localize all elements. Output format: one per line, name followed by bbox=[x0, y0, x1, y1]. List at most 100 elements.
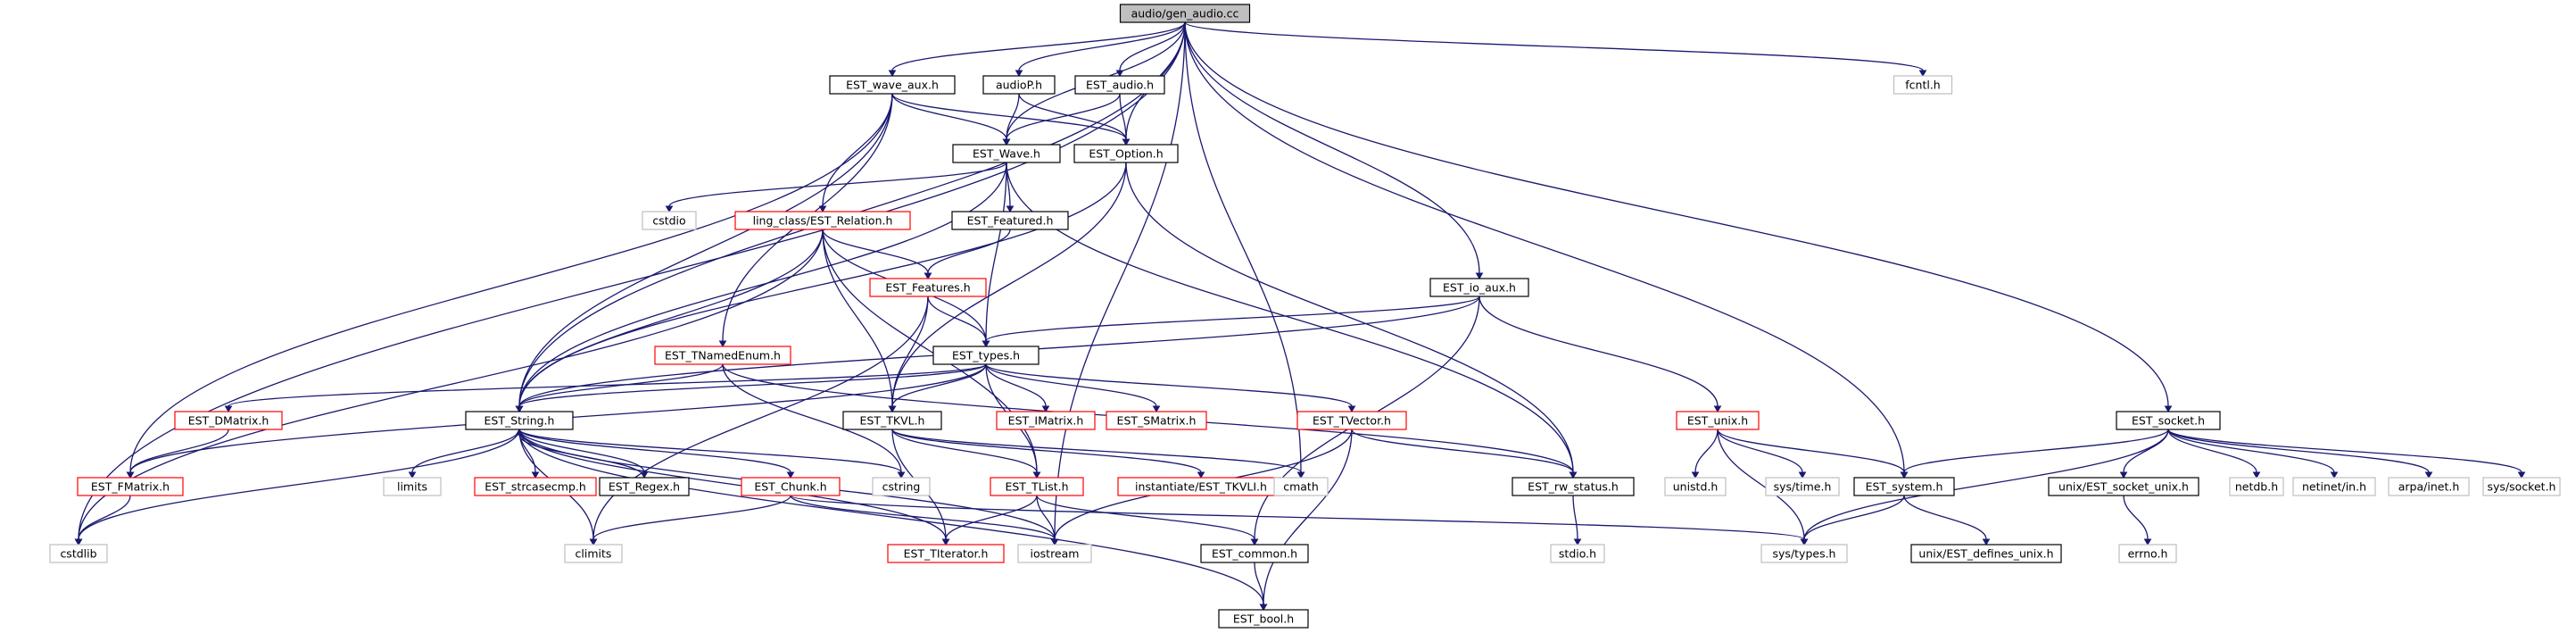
node-label: EST_io_aux.h bbox=[1443, 281, 1516, 295]
node-label: climits bbox=[576, 547, 612, 561]
node-unix[interactable]: EST_unix.h bbox=[1676, 411, 1760, 430]
node-smatrix[interactable]: EST_SMatrix.h bbox=[1106, 411, 1207, 430]
edge-socket-to-netdb bbox=[2167, 429, 2261, 479]
edge-socket-to-arpainet bbox=[2167, 429, 2433, 479]
edge-types-to-tkvl bbox=[888, 363, 987, 412]
node-label: errno.h bbox=[2128, 547, 2168, 561]
node-system[interactable]: EST_system.h bbox=[1853, 477, 1955, 496]
node-box bbox=[1296, 411, 1407, 430]
node-strcasecmp[interactable]: EST_strcasecmp.h bbox=[474, 477, 597, 496]
node-label: sys/socket.h bbox=[2488, 480, 2556, 494]
node-inst_tkvl[interactable]: instantiate/EST_TKVLI.h bbox=[1117, 477, 1285, 496]
node-label: unistd.h bbox=[1673, 480, 1719, 494]
node-box bbox=[2482, 477, 2561, 496]
node-label: cmath bbox=[1283, 480, 1319, 494]
node-label: EST_rw_status.h bbox=[1528, 480, 1619, 494]
node-regex[interactable]: EST_Regex.h bbox=[599, 477, 690, 496]
node-netinet: netinet/in.h bbox=[2292, 477, 2376, 496]
node-label: fcntl.h bbox=[1905, 79, 1940, 92]
node-box bbox=[1760, 544, 1848, 563]
node-box bbox=[2116, 411, 2221, 430]
node-box bbox=[383, 477, 442, 496]
edge-unix-to-systime bbox=[1717, 429, 1807, 479]
node-label: EST_FMatrix.h bbox=[91, 480, 170, 494]
node-socket[interactable]: EST_socket.h bbox=[2116, 411, 2221, 430]
node-chunk[interactable]: EST_Chunk.h bbox=[741, 477, 841, 496]
node-label: EST_Regex.h bbox=[609, 480, 680, 494]
edges-layer bbox=[74, 21, 2526, 611]
node-wave_aux[interactable]: EST_wave_aux.h bbox=[829, 75, 956, 95]
edge-socket-to-system bbox=[1900, 429, 2169, 479]
edge-string-to-limits bbox=[408, 429, 520, 479]
node-wave[interactable]: EST_Wave.h bbox=[952, 144, 1061, 163]
node-cstring: cstring bbox=[872, 477, 931, 496]
edge-socket-to-syssocket bbox=[2167, 429, 2526, 479]
node-box bbox=[1429, 278, 1529, 297]
edge-relation-to-features bbox=[822, 229, 932, 279]
node-label: sys/types.h bbox=[1773, 547, 1836, 561]
node-fmatrix[interactable]: EST_FMatrix.h bbox=[77, 477, 184, 496]
node-common[interactable]: EST_common.h bbox=[1200, 544, 1309, 563]
node-tvector[interactable]: EST_TVector.h bbox=[1296, 411, 1407, 430]
node-featured[interactable]: EST_Featured.h bbox=[951, 211, 1069, 230]
node-label: cstdlib bbox=[60, 547, 96, 561]
node-box bbox=[2118, 544, 2177, 563]
node-relation[interactable]: ling_class/EST_Relation.h bbox=[734, 211, 911, 230]
node-box bbox=[1106, 411, 1207, 430]
node-box bbox=[932, 346, 1040, 365]
node-audioP[interactable]: audioP.h bbox=[982, 75, 1056, 95]
node-box bbox=[474, 477, 597, 496]
node-string[interactable]: EST_String.h bbox=[465, 411, 574, 430]
node-box bbox=[1200, 544, 1309, 563]
node-tlist[interactable]: EST_TList.h bbox=[990, 477, 1084, 496]
node-box bbox=[1550, 544, 1605, 563]
node-label: EST_unix.h bbox=[1687, 414, 1748, 428]
node-label: EST_TNamedEnum.h bbox=[665, 349, 781, 362]
edge-root-to-audioP bbox=[1015, 21, 1186, 77]
node-rw_status[interactable]: EST_rw_status.h bbox=[1512, 477, 1635, 496]
node-stdio: stdio.h bbox=[1550, 544, 1605, 563]
node-est_audio[interactable]: EST_audio.h bbox=[1074, 75, 1165, 95]
node-bool[interactable]: EST_bool.h bbox=[1218, 609, 1309, 629]
node-iostream: iostream bbox=[1017, 544, 1092, 563]
node-label: EST_socket.h bbox=[2132, 414, 2205, 428]
node-climits: climits bbox=[564, 544, 623, 563]
node-titerator[interactable]: EST_TIterator.h bbox=[887, 544, 1005, 563]
node-label: instantiate/EST_TKVLI.h bbox=[1135, 480, 1267, 494]
node-imatrix[interactable]: EST_IMatrix.h bbox=[996, 411, 1096, 430]
node-root[interactable]: audio/gen_audio.cc bbox=[1119, 4, 1251, 23]
edge-tkvl-to-inst_tkvl bbox=[891, 429, 1205, 479]
node-tkvl[interactable]: EST_TKVL.h bbox=[842, 411, 942, 430]
node-box bbox=[869, 278, 987, 297]
node-box bbox=[1218, 609, 1309, 629]
node-box bbox=[1893, 75, 1953, 95]
node-label: EST_IMatrix.h bbox=[1008, 414, 1084, 428]
node-dmatrix[interactable]: EST_DMatrix.h bbox=[174, 411, 283, 430]
node-types[interactable]: EST_types.h bbox=[932, 346, 1040, 365]
node-label: stdio.h bbox=[1559, 547, 1596, 561]
edge-io_aux-to-unix bbox=[1479, 296, 1722, 412]
node-socket_unix[interactable]: unix/EST_socket_unix.h bbox=[2048, 477, 2199, 496]
node-label: unix/EST_socket_unix.h bbox=[2058, 480, 2189, 494]
edge-types-to-dmatrix bbox=[224, 363, 987, 412]
node-fcntl: fcntl.h bbox=[1893, 75, 1953, 95]
node-systypes: sys/types.h bbox=[1760, 544, 1848, 563]
node-label: EST_audio.h bbox=[1086, 79, 1154, 92]
node-label: arpa/inet.h bbox=[2398, 480, 2460, 494]
edge-regex-to-string bbox=[515, 429, 645, 479]
node-named_enum[interactable]: EST_TNamedEnum.h bbox=[654, 346, 791, 365]
node-box bbox=[982, 75, 1056, 95]
node-io_aux[interactable]: EST_io_aux.h bbox=[1429, 278, 1529, 297]
node-box bbox=[842, 411, 942, 430]
node-box bbox=[1017, 544, 1092, 563]
node-errno: errno.h bbox=[2118, 544, 2177, 563]
edge-est_audio-to-wave bbox=[1002, 93, 1121, 146]
node-defines_unix[interactable]: unix/EST_defines_unix.h bbox=[1910, 544, 2062, 563]
node-label: netinet/in.h bbox=[2302, 480, 2366, 494]
edge-string-to-bool bbox=[518, 429, 1268, 611]
node-option[interactable]: EST_Option.h bbox=[1073, 144, 1179, 163]
edge-root-to-io_aux bbox=[1184, 21, 1484, 279]
edge-rw_status-to-stdio bbox=[1572, 495, 1582, 546]
node-features[interactable]: EST_Features.h bbox=[869, 278, 987, 297]
edge-tlist-to-titerator bbox=[941, 495, 1038, 546]
